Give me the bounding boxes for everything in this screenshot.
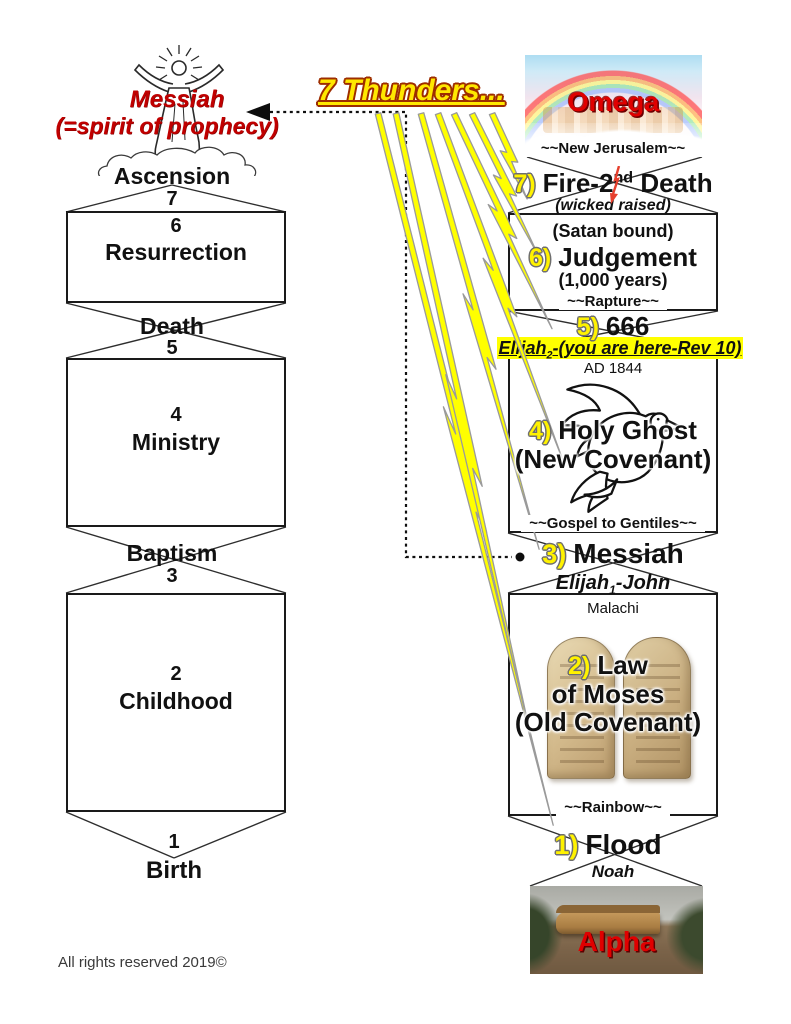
event-7-number: 7) (513, 170, 536, 198)
event-2-law: 2)Law (568, 650, 648, 680)
event-5-666: 5)666 (576, 311, 650, 341)
event-4-number: 4) (529, 417, 552, 445)
event-5-number: 5) (576, 313, 599, 341)
box-resurrection-number: 6 (170, 215, 182, 237)
event-2-number: 2) (568, 652, 591, 680)
event-4-holy-ghost: 4)Holy Ghost (529, 415, 697, 445)
noah-caption: Noah (591, 862, 635, 881)
tablets-of-law (547, 637, 691, 779)
of-moses-label: of Moses (551, 679, 665, 709)
satan-bound-note: (Satan bound) (552, 221, 674, 241)
thousand-years-note: (1,000 years) (558, 270, 668, 290)
ark-illustration (556, 905, 660, 934)
red-lightning-strike-icon (610, 166, 621, 204)
rapture-caption: ~~Rapture~~ (559, 293, 667, 310)
new-covenant-label: (New Covenant) (514, 444, 712, 474)
new-jerusalem-caption: ~~New Jerusalem~~ (540, 140, 686, 157)
box-childhood-label: Childhood (119, 688, 233, 714)
page-title: 7 Thunders... (318, 74, 505, 107)
rainbow-caption: ~~Rainbow~~ (556, 799, 670, 816)
halo-rays-icon (155, 45, 203, 81)
tablet-left (547, 637, 615, 779)
copyright-notice: All rights reserved 2019© (58, 954, 227, 971)
stage-label-birth: Birth (146, 857, 202, 884)
stage-label-ascension: Ascension (113, 163, 231, 189)
box-ministry-label: Ministry (131, 429, 221, 455)
event-1-number: 1) (554, 830, 579, 860)
foliage-right (667, 898, 703, 974)
ad-1844-caption: AD 1844 (583, 360, 643, 377)
new-jerusalem-picture: Omega (525, 55, 702, 157)
dove-icon (560, 383, 684, 513)
box-ministry (66, 358, 286, 527)
jesus-ascension-figure (97, 45, 257, 176)
stage-label-baptism: Baptism (126, 540, 218, 566)
elijah1-john-caption: Elijah1-John (555, 572, 671, 597)
box-resurrection-label: Resurrection (105, 239, 247, 265)
event-3-number: 3) (542, 539, 567, 569)
alpha-label: Alpha (577, 926, 656, 957)
stage-label-death: Death (140, 313, 204, 339)
stage-number-7: 7 (166, 188, 178, 210)
event-3-messiah: 3)Messiah (542, 538, 684, 569)
gospel-to-gentiles-caption: ~~Gospel to Gentiles~~ (521, 515, 705, 532)
noahs-ark-picture: Alpha (530, 886, 703, 974)
malachi-caption: Malachi (587, 600, 639, 617)
stage-number-3: 3 (166, 565, 178, 587)
messiah-caption: Messiah (129, 86, 225, 113)
old-covenant-label: (Old Covenant) (514, 707, 702, 737)
event-6-number: 6) (529, 244, 552, 272)
box-ministry-number: 4 (170, 404, 182, 426)
stage-number-5: 5 (166, 337, 178, 359)
tablet-right (623, 637, 691, 779)
event-1-flood: 1)Flood (554, 829, 662, 860)
messiah-subtitle: (=spirit of prophecy) (55, 113, 279, 139)
box-childhood (66, 593, 286, 812)
omega-label: Omega (567, 87, 660, 117)
box-childhood-number: 2 (170, 663, 182, 685)
stage-number-1: 1 (168, 831, 180, 853)
event-6-judgement: 6)Judgement (529, 242, 697, 272)
